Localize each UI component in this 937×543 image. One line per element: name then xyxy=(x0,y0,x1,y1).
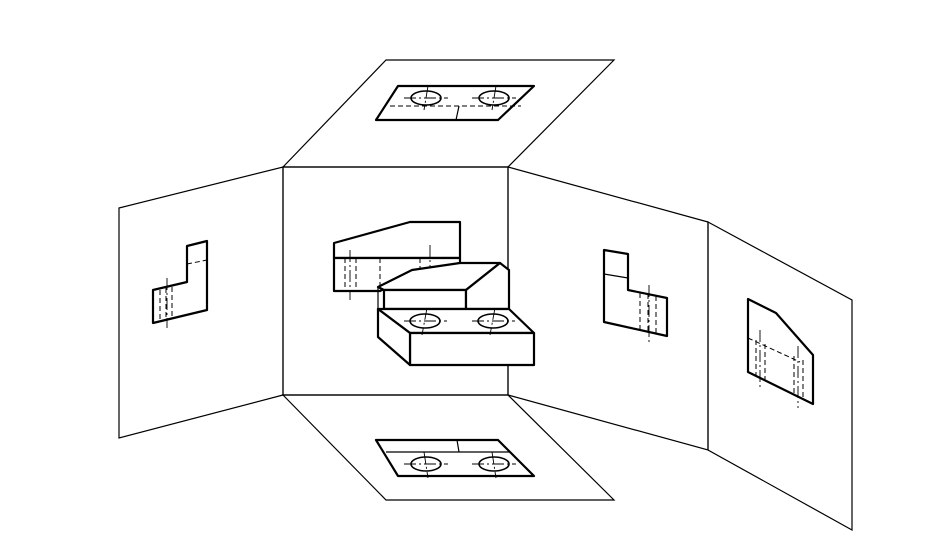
right-view-outline xyxy=(602,248,669,338)
isometric-object xyxy=(332,220,536,367)
bottom-view-outline xyxy=(374,438,536,478)
top-view xyxy=(374,84,536,122)
right-side-view xyxy=(602,248,669,342)
front-block-base-left xyxy=(376,307,412,367)
left-view-hidden-line xyxy=(186,259,208,265)
rear-view-slope-line xyxy=(775,312,814,356)
iso-hole-left-centerline-v xyxy=(421,307,428,336)
bottom-plane xyxy=(281,394,616,501)
rear-view-hidden-h xyxy=(747,337,801,363)
projection-planes xyxy=(118,59,853,532)
front-block-riser-side xyxy=(464,261,511,311)
bottom-view-centerline-left-v xyxy=(423,451,429,479)
front-block-riser-face xyxy=(382,288,468,311)
top-view-step-line xyxy=(455,105,460,121)
iso-hole-right-centerline-v xyxy=(489,307,496,336)
bottom-view-step-line xyxy=(456,439,460,453)
top-view-outline xyxy=(374,84,536,122)
back-block-top-face xyxy=(332,220,462,260)
front-block-base-front xyxy=(408,331,536,367)
left-view-outline xyxy=(151,239,209,325)
right-view-step-line xyxy=(603,273,629,279)
bottom-view xyxy=(374,438,536,479)
top-view-centerline-right-v xyxy=(491,85,497,111)
rear-view xyxy=(746,297,815,408)
far-right-plane xyxy=(707,220,853,532)
rear-view-outline xyxy=(746,297,815,406)
left-side-view xyxy=(151,239,209,328)
top-view-centerline-left-v xyxy=(423,85,429,111)
bottom-view-centerline-right-v xyxy=(491,451,497,479)
